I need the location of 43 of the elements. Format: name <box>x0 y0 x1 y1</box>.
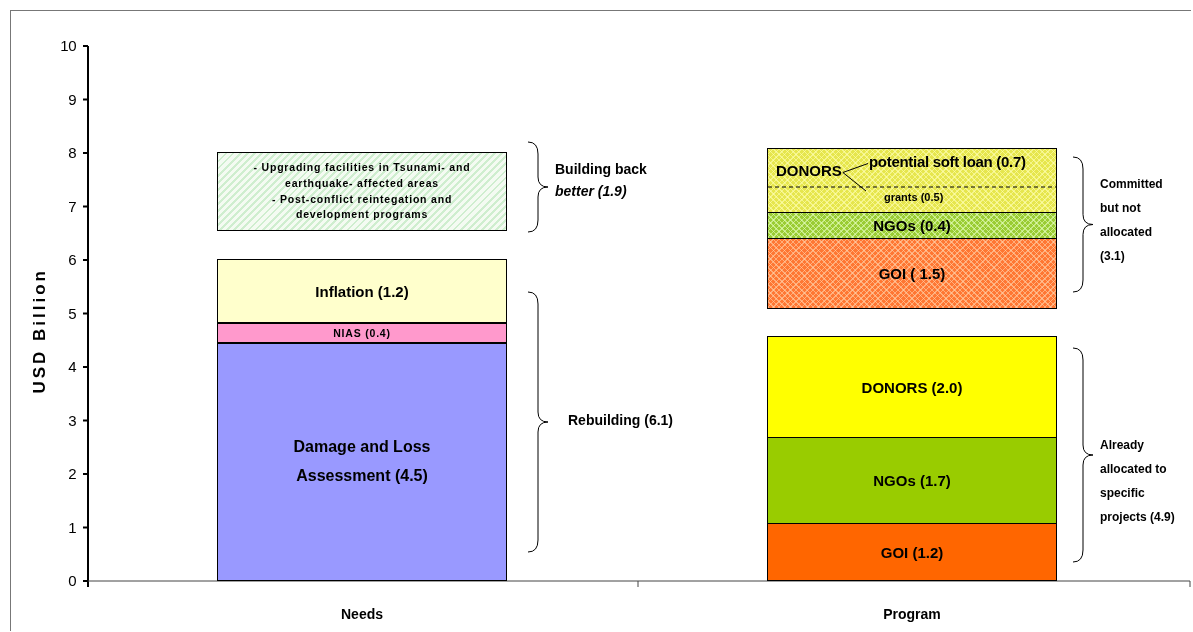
bar-segment <box>767 336 1057 438</box>
axis-tick-label: 5 <box>67 304 76 322</box>
bar-segment <box>217 343 507 581</box>
bracket-label: Building back better (1.9) <box>555 160 648 202</box>
segment-label: GOI (1.2) <box>880 543 944 561</box>
bar-segment <box>767 437 1057 524</box>
segment-label: grants (0.5) <box>884 191 944 203</box>
axis-tick-label: 10 <box>59 37 76 54</box>
axis-tick-label: 1 <box>67 518 76 536</box>
axis-tick-label: 7 <box>67 197 76 215</box>
axis-tick-label: 3 <box>67 411 76 429</box>
segment-label: Inflation (1.2) <box>315 282 409 300</box>
segment-label: - Post-conflict reintegation and development programs <box>270 191 454 223</box>
axis-tick-label: 4 <box>67 358 76 375</box>
axis-tick-label: 9 <box>67 90 76 108</box>
bracket-label: Rebuilding (6.1) <box>568 412 674 428</box>
bracket-label: Committed but not allocated (3.1) <box>1100 176 1164 265</box>
segment-label: DONORS <box>776 162 842 179</box>
segment-label: GOI ( 1.5) <box>878 265 946 282</box>
axis-title: USD Billion <box>30 268 50 394</box>
axis-tick-label: 2 <box>67 465 76 482</box>
bar-segment <box>767 238 1057 309</box>
bar-segment <box>217 259 507 323</box>
segment-label: NGOs (0.4) <box>873 217 951 234</box>
leader-line <box>842 163 869 173</box>
segment-label: potential soft loan (0.7) <box>869 153 1026 170</box>
axis-tick-label: 0 <box>67 572 76 589</box>
bar-segment <box>767 212 1057 239</box>
bar-segment <box>217 152 507 231</box>
axis-tick-label: 8 <box>67 144 76 161</box>
axis-tick-label: 6 <box>67 251 76 268</box>
bar-segment <box>767 148 1057 213</box>
segment-label: Damage and Loss Assessment (4.5) <box>292 437 432 486</box>
bracket-label: Already allocated to specific projects (4.9) <box>1100 437 1176 526</box>
leader-line <box>842 172 867 192</box>
category-label: Program <box>883 606 941 622</box>
segment-label: NGOs (1.7) <box>873 472 951 489</box>
segment-label: - Upgrading facilities in Tsunami- and earthquake- affected areas <box>252 160 472 191</box>
bar-segment <box>767 523 1057 581</box>
segment-label: DONORS (2.0) <box>861 378 963 396</box>
segment-label: NIAS (0.4) <box>333 327 391 339</box>
category-label: Needs <box>341 606 383 622</box>
bar-segment <box>217 323 507 343</box>
